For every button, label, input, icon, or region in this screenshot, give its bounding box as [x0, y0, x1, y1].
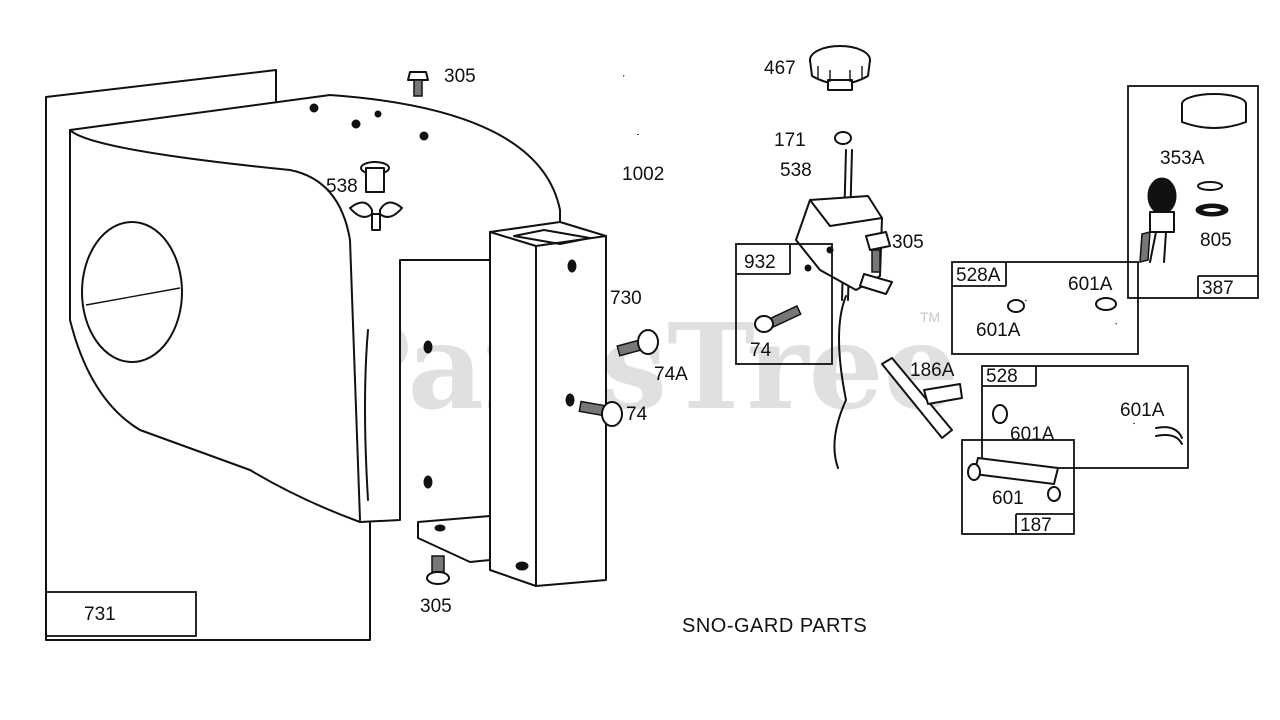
kit-label-528A: 528A	[956, 265, 1001, 286]
callout-186A: 186A	[910, 360, 955, 381]
callout-74A: 74A	[654, 364, 688, 385]
callout-467: 467	[764, 58, 796, 79]
kit-label-387: 387	[1202, 278, 1234, 299]
callout-538: 538	[780, 160, 812, 181]
diagram-title: SNO-GARD PARTS	[682, 615, 867, 637]
hose-187	[967, 457, 1061, 502]
kit-label-731: 731	[84, 604, 116, 625]
callout-601: 601	[992, 488, 1024, 509]
screw-74A	[616, 329, 659, 357]
kit-box-387	[1127, 85, 1259, 299]
callout-305: 305	[444, 66, 476, 87]
callout-805: 805	[1200, 230, 1232, 251]
screw-305-top	[407, 71, 429, 97]
callout-730: 730	[610, 288, 642, 309]
kit-box-528	[981, 365, 1189, 469]
link-186A	[881, 357, 963, 439]
callout-601A: 601A	[1120, 400, 1165, 421]
screw-74-in-kit	[754, 305, 802, 333]
kit-box-528A	[951, 261, 1139, 355]
callout-601A: 601A	[1068, 274, 1113, 295]
hose-528A	[1007, 279, 1119, 337]
callout-353A: 353A	[1160, 148, 1205, 169]
watermark-tm: TM	[920, 309, 940, 325]
screw-74	[578, 400, 623, 427]
control-assembly	[795, 131, 893, 469]
bolt-305-mid	[865, 231, 891, 273]
cap-467	[809, 45, 871, 91]
washer-small	[1197, 181, 1223, 191]
bracket	[417, 221, 607, 587]
shroud-knob	[349, 161, 403, 231]
callout-305: 305	[892, 232, 924, 253]
kit-label-932: 932	[744, 252, 776, 273]
callout-1002: 1002	[622, 164, 664, 185]
kit-box-187	[961, 439, 1075, 535]
shroud-housing	[45, 69, 561, 641]
kit-box-731	[45, 591, 197, 637]
callout-171: 171	[774, 130, 806, 151]
kit-label-187: 187	[1020, 515, 1052, 536]
kit-label-528: 528	[986, 366, 1018, 387]
callout-538: 538	[326, 176, 358, 197]
hose-1002	[622, 74, 641, 135]
callout-74: 74	[750, 340, 772, 361]
callout-74: 74	[626, 404, 648, 425]
cap-353A	[1181, 93, 1247, 129]
kit-box-932	[735, 243, 833, 365]
bolt-305-bottom	[426, 555, 450, 585]
callout-305: 305	[420, 596, 452, 617]
watermark: PartsTree	[322, 297, 959, 436]
shutoff-valve	[1139, 177, 1177, 263]
callout-601A: 601A	[1010, 424, 1055, 445]
hose-528	[992, 397, 1183, 453]
callout-601A: 601A	[976, 320, 1021, 341]
